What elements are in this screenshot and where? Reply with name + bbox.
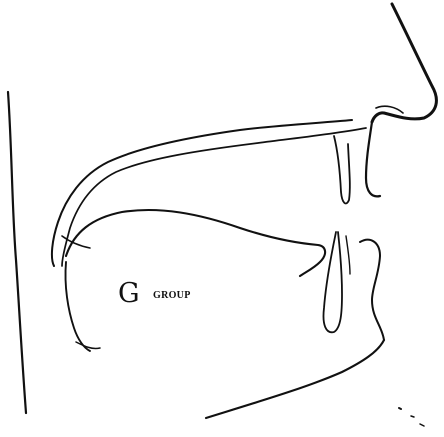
speck-mark xyxy=(411,416,414,417)
pharynx-wall-line xyxy=(8,92,26,413)
lower-tooth-inner-line xyxy=(346,236,350,274)
group-word-label: GROUP xyxy=(153,291,191,301)
upper-lip-line xyxy=(366,122,380,196)
speck-mark xyxy=(399,408,401,409)
tongue-root-line xyxy=(65,262,90,351)
chin-jaw-line xyxy=(206,340,384,418)
speck-mark xyxy=(420,424,424,426)
nose-profile-line xyxy=(372,4,436,122)
group-letter-label: G xyxy=(118,280,140,307)
hyoid-mark xyxy=(76,342,100,349)
lower-tooth-outline xyxy=(323,232,342,332)
lower-lip-line xyxy=(360,240,384,340)
tongue-surface-line xyxy=(66,210,325,276)
upper-tooth-outline xyxy=(334,136,350,203)
